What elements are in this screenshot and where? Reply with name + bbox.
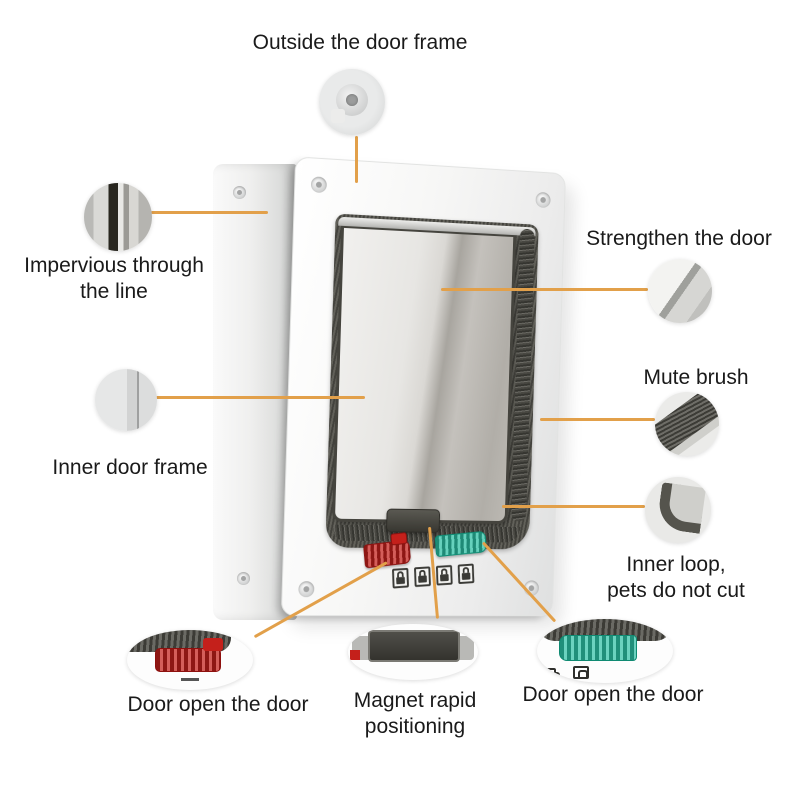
flap-window (331, 225, 517, 525)
callout-strengthen-door: Strengthen the door (586, 227, 772, 250)
teal-latch-slider (434, 530, 487, 558)
screw-hole-icon (346, 94, 358, 106)
padlock-icon (413, 566, 431, 588)
inset-outside-frame (319, 69, 385, 135)
arrow-mark (181, 678, 199, 681)
inset-inner-loop (645, 477, 711, 543)
red-latch-slider (363, 531, 412, 569)
callout-door-open-left: Door open the door (127, 693, 309, 716)
connector-line-inner-frame (156, 396, 365, 399)
callout-magnet-positioning: Magnet rapid positioning (353, 689, 477, 738)
corner-tab (331, 109, 345, 123)
screw-hole-icon (298, 581, 315, 598)
callout-inner-loop: Inner loop, pets do not cut (607, 553, 745, 602)
connector-line-strengthen (441, 288, 648, 291)
red-latch-tab (203, 638, 223, 651)
inset-impervious-seal (84, 183, 152, 251)
padlock-icon (457, 563, 475, 585)
padlock-icon (391, 567, 410, 589)
connector-line-mute-brush (540, 418, 655, 421)
screw-hole-icon (310, 176, 327, 194)
flap-opening (325, 213, 539, 550)
inset-inner-door-frame (95, 369, 157, 431)
teal-latch-slider (559, 635, 637, 661)
padlock-body (440, 574, 449, 582)
screw-hole-icon (233, 186, 246, 199)
inset-red-latch (127, 630, 253, 690)
callout-inner-door-frame: Inner door frame (52, 456, 208, 479)
padlock-body (461, 572, 471, 580)
inset-mute-brush (655, 392, 719, 456)
connector-line-outside (355, 136, 358, 183)
callout-outside-door-frame: Outside the door frame (252, 31, 468, 54)
magnet-bar (368, 630, 460, 662)
rear-door-frame (213, 164, 297, 620)
padlock-body (418, 575, 427, 583)
inset-teal-latch (537, 619, 673, 683)
callout-door-open-right: Door open the door (522, 683, 704, 706)
red-latch-slider (155, 648, 221, 672)
callout-mute-brush: Mute brush (643, 366, 749, 389)
red-latch-glimpse (350, 650, 360, 660)
padlock-body (396, 576, 406, 585)
red-latch-tab (390, 531, 408, 546)
screw-hole-icon (237, 572, 250, 585)
padlock-icon (435, 564, 453, 586)
connector-line-impervious (151, 211, 268, 214)
lock-mode-print-icon (545, 668, 560, 681)
connector-line-inner-loop (502, 505, 645, 508)
magnet-bar (385, 508, 441, 533)
inset-magnet (348, 624, 478, 680)
front-door-frame (280, 156, 566, 617)
inset-strengthen-door (648, 259, 712, 323)
loop-corner (656, 482, 706, 534)
lock-mode-print-icon (573, 666, 589, 679)
screw-hole-icon (535, 191, 551, 209)
callout-impervious: Impervious through the line (24, 254, 204, 303)
